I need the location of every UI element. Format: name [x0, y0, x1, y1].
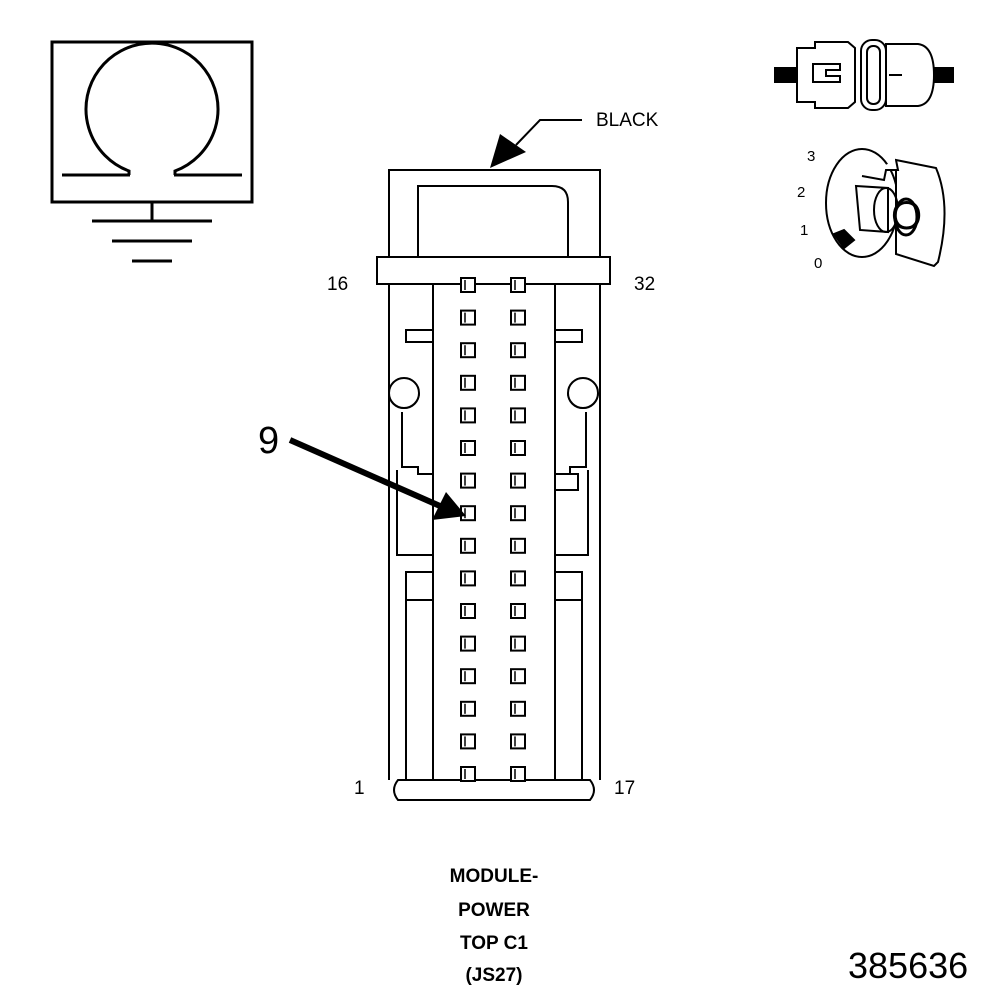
terminal-cavity — [460, 342, 476, 359]
title-line-3: TOP C1 — [460, 933, 528, 954]
terminal-cavity — [460, 537, 476, 554]
terminal-cavity — [460, 277, 476, 293]
terminal-cavity — [510, 440, 526, 456]
terminal-cavity — [510, 374, 526, 391]
terminal-cavity — [460, 309, 476, 326]
ignition-position-0: 0 — [814, 255, 823, 272]
terminal-cavity — [510, 407, 526, 424]
terminal-cavity — [510, 277, 526, 293]
terminal-cavity — [510, 472, 526, 489]
pin-label-32: 32 — [634, 274, 656, 295]
black-label-arrow — [490, 119, 582, 168]
terminal-cavity — [510, 700, 526, 717]
terminal-cavity — [510, 733, 526, 750]
pin-9-callout-arrow — [288, 437, 466, 520]
ignition-position-1: 1 — [800, 222, 809, 239]
terminal-cavities — [460, 277, 526, 782]
terminal-cavity — [510, 342, 526, 359]
pin-label-16: 16 — [327, 274, 349, 295]
terminal-cavity — [460, 766, 476, 782]
terminal-cavity — [510, 537, 526, 554]
terminal-cavity — [460, 635, 476, 652]
title-line-2: POWER — [458, 900, 530, 921]
terminal-cavity — [460, 570, 476, 587]
ignition-position-2: 2 — [797, 184, 806, 201]
ignition-key-icon — [825, 148, 946, 268]
latch-circles — [388, 377, 599, 409]
ignition-position-3: 3 — [807, 148, 816, 165]
ohmmeter-ground-icon — [50, 40, 254, 263]
connector-color-label: BLACK — [596, 110, 659, 131]
terminal-cavity — [460, 440, 476, 456]
terminal-cavity — [510, 505, 526, 522]
terminal-cavity — [510, 309, 526, 326]
terminal-cavity — [460, 472, 476, 489]
title-line-1: MODULE- — [449, 866, 539, 887]
terminal-cavity — [460, 700, 476, 717]
terminal-cavity — [510, 668, 526, 685]
terminal-cavity — [460, 603, 476, 619]
terminal-cavity — [510, 766, 526, 782]
terminal-cavity — [460, 668, 476, 685]
terminal-cavity — [510, 635, 526, 652]
terminal-cavity — [510, 603, 526, 619]
terminal-cavity — [460, 374, 476, 391]
connector-body — [376, 169, 611, 801]
terminal-cavity — [510, 570, 526, 587]
inline-connector-icon — [774, 39, 954, 111]
pin-label-1: 1 — [354, 778, 365, 799]
terminal-cavity — [460, 407, 476, 424]
pin-label-17: 17 — [614, 778, 636, 799]
title-line-4: (JS27) — [465, 965, 523, 986]
callout-pin-label: 9 — [258, 420, 280, 462]
terminal-cavity — [460, 733, 476, 750]
ignition-key-label: O — [891, 194, 923, 238]
figure-number: 385636 — [848, 945, 969, 986]
